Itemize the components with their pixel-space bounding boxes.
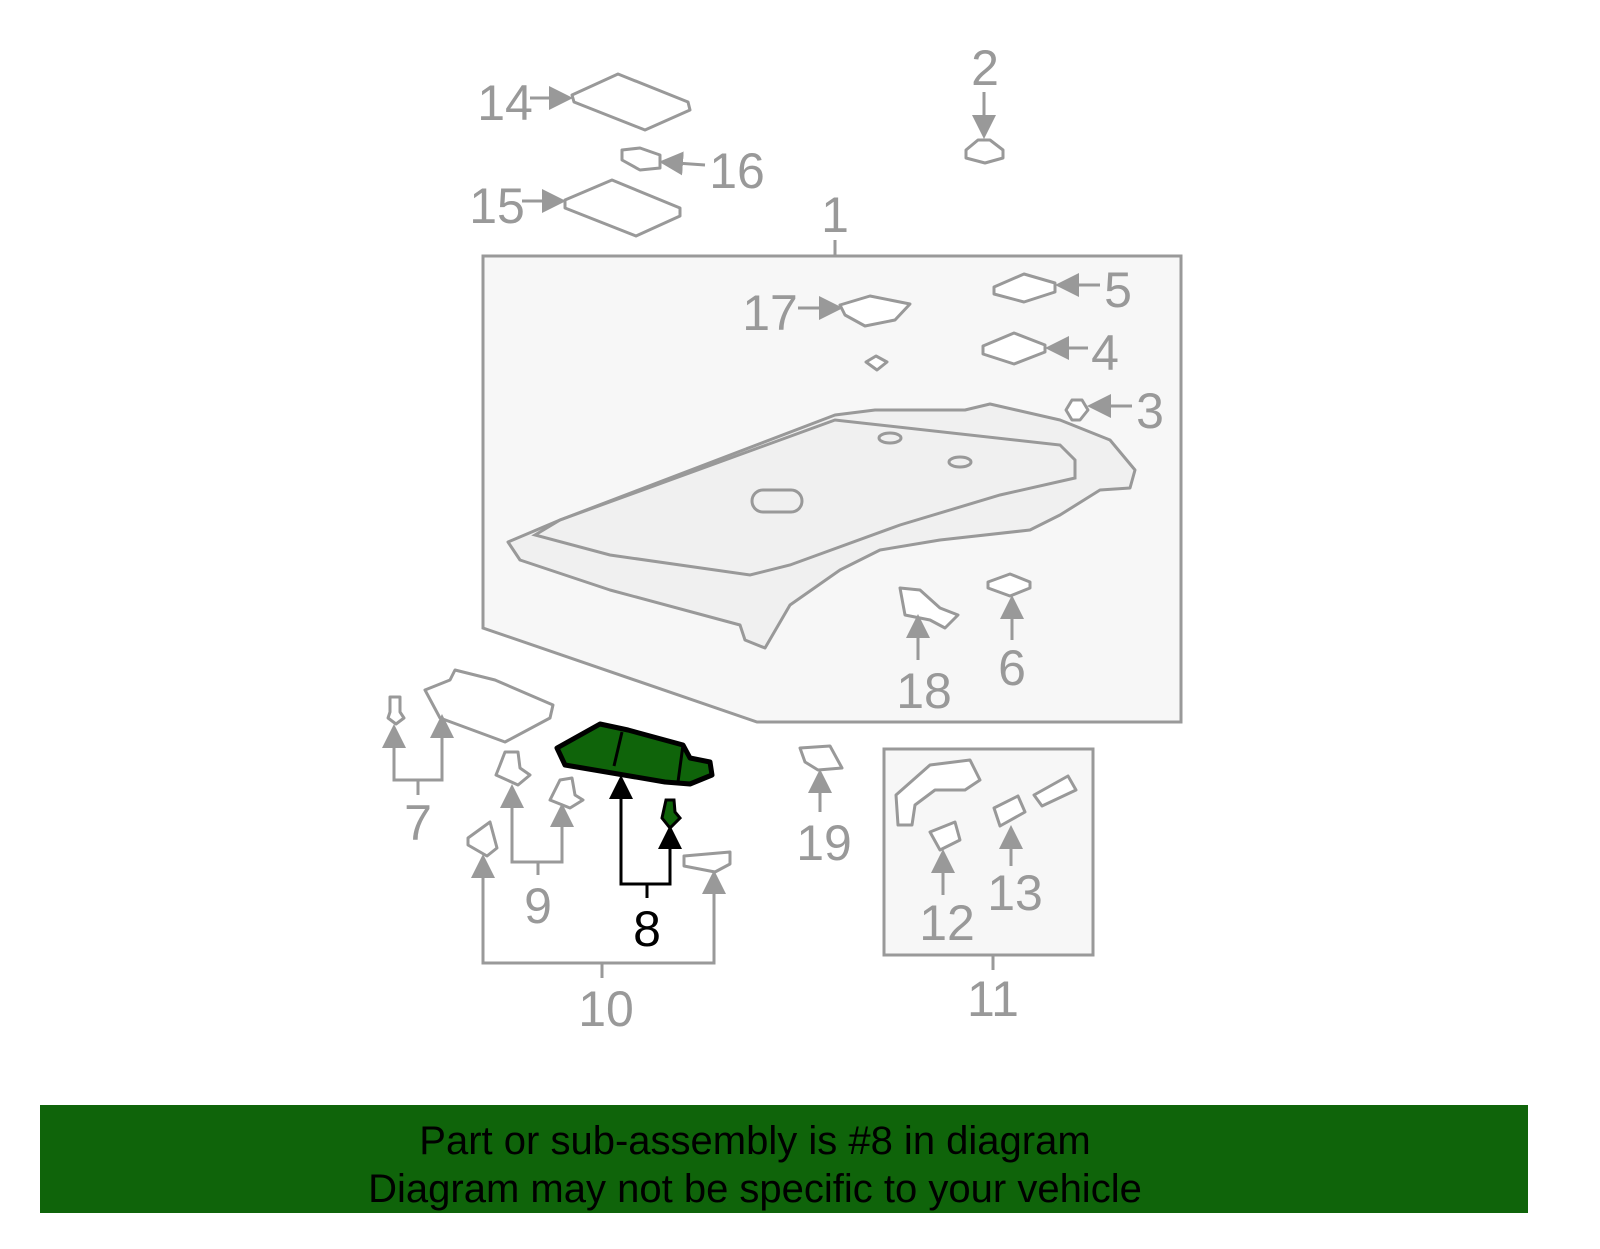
callout-1[interactable]: 1 bbox=[821, 187, 849, 243]
part-8-sunvisor-highlighted[interactable] bbox=[554, 721, 715, 831]
headliner-part-1[interactable] bbox=[506, 402, 1137, 650]
callout-14[interactable]: 14 bbox=[477, 75, 533, 131]
callout-13[interactable]: 13 bbox=[987, 865, 1043, 921]
callout-15[interactable]: 15 bbox=[469, 178, 525, 234]
callout-17[interactable]: 17 bbox=[742, 285, 798, 341]
part-7-sunvisor[interactable] bbox=[423, 668, 555, 744]
callout-6[interactable]: 6 bbox=[998, 640, 1026, 696]
callout-19[interactable]: 19 bbox=[796, 815, 852, 871]
callout-3[interactable]: 3 bbox=[1136, 383, 1164, 439]
part-2-clip[interactable] bbox=[964, 138, 1005, 165]
callout-10[interactable]: 10 bbox=[578, 981, 634, 1037]
banner-line-2: Diagram may not be specific to your vehi… bbox=[368, 1167, 1142, 1211]
leader-lines bbox=[382, 86, 1132, 978]
part-11-grab-handle bbox=[894, 758, 982, 827]
callout-5[interactable]: 5 bbox=[1104, 262, 1132, 318]
callout-11[interactable]: 11 bbox=[967, 971, 1019, 1027]
banner-line-1: Part or sub-assembly is #8 in diagram bbox=[419, 1119, 1091, 1163]
part-17-bracket[interactable] bbox=[838, 294, 912, 328]
part-19-clip[interactable] bbox=[798, 744, 844, 772]
part-13-cover-a bbox=[992, 794, 1027, 828]
info-banner: Part or sub-assembly is #8 in diagram Di… bbox=[40, 1105, 1528, 1213]
part-10-holder-b[interactable] bbox=[682, 850, 732, 874]
callout-9[interactable]: 9 bbox=[524, 878, 552, 934]
part-8-screw bbox=[660, 798, 683, 831]
callout-18[interactable]: 18 bbox=[896, 663, 952, 719]
part-12-cover bbox=[928, 820, 962, 852]
part-9-clip-b[interactable] bbox=[548, 776, 585, 810]
part-14-map-lamp-lens[interactable] bbox=[570, 72, 692, 132]
part-15-lens[interactable] bbox=[563, 178, 682, 238]
grab-handle-group-11 bbox=[882, 747, 1095, 970]
callout-7[interactable]: 7 bbox=[404, 795, 432, 851]
part-6-pad[interactable] bbox=[986, 572, 1032, 598]
callout-16[interactable]: 16 bbox=[709, 143, 765, 199]
callout-8[interactable]: 8 bbox=[633, 901, 661, 957]
part-10-holder-a[interactable] bbox=[466, 820, 499, 858]
callout-4[interactable]: 4 bbox=[1091, 325, 1119, 381]
part-9-clip-a[interactable] bbox=[494, 750, 532, 787]
part-7-screw[interactable] bbox=[386, 695, 406, 726]
part-13-cover-b bbox=[1032, 774, 1078, 808]
part-16-bulb[interactable] bbox=[620, 146, 662, 172]
part-grommet[interactable] bbox=[864, 354, 889, 372]
callout-12[interactable]: 12 bbox=[919, 895, 975, 951]
callout-2[interactable]: 2 bbox=[971, 40, 999, 96]
